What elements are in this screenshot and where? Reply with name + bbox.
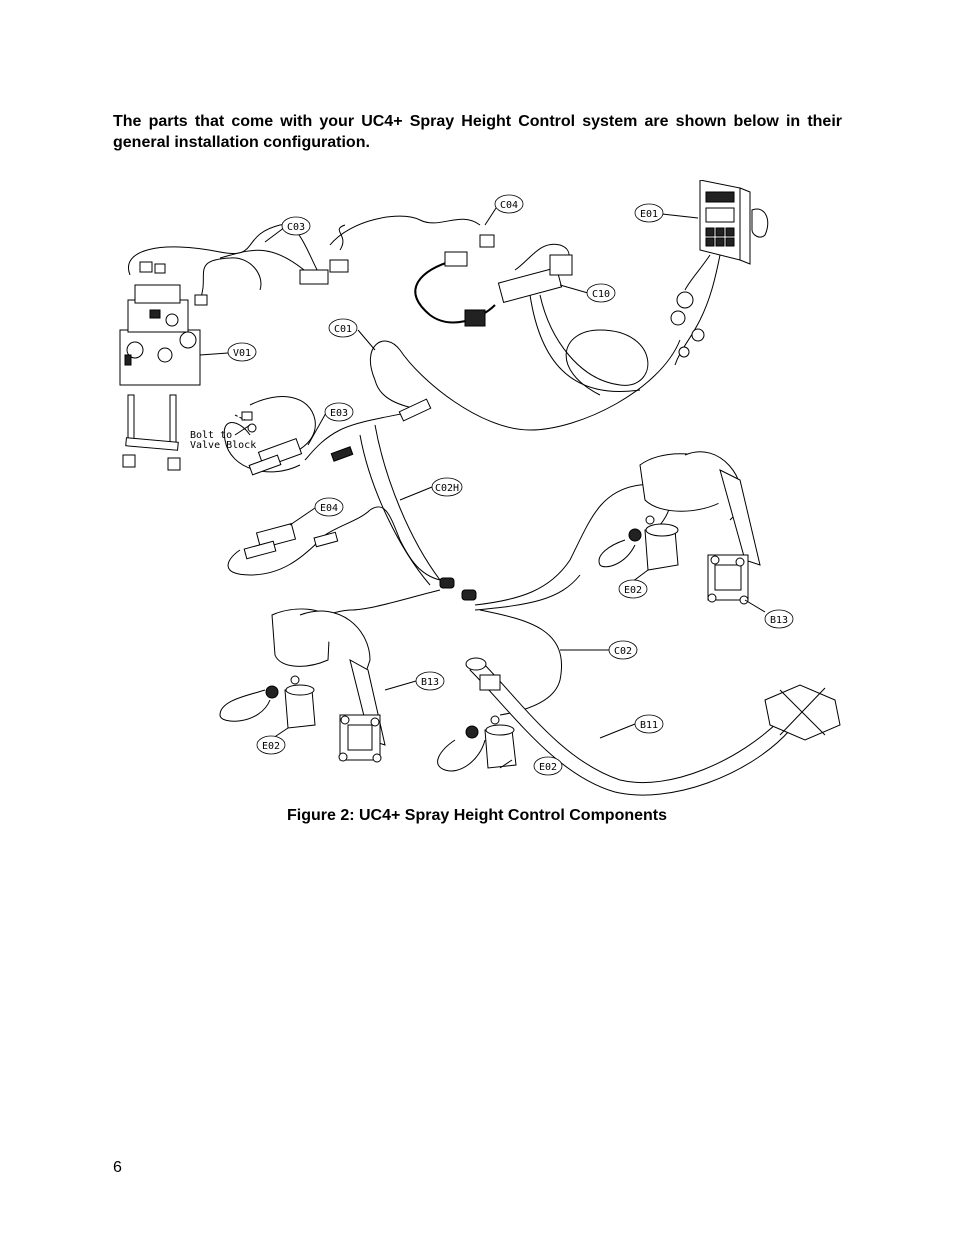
valve-block <box>119 284 201 471</box>
svg-text:E02: E02 <box>539 762 557 773</box>
label-c10: C10 <box>586 283 616 303</box>
svg-text:C02: C02 <box>614 646 632 657</box>
components-diagram: C03 C04 E01 C10 C01 V01 E03 Bolt to Valv <box>100 179 860 800</box>
label-c01: C01 <box>328 318 358 338</box>
boom-assembly-right <box>628 451 761 605</box>
sensor-e03 <box>241 411 303 476</box>
label-b13-right: B13 <box>764 609 794 629</box>
svg-text:C02H: C02H <box>435 483 459 494</box>
label-e03: E03 <box>324 402 354 422</box>
label-bolt-to-valve-block: Bolt to Valve Block <box>190 430 256 451</box>
label-c02h: C02H <box>431 477 463 497</box>
svg-text:V01: V01 <box>233 348 251 359</box>
svg-text:Valve Block: Valve Block <box>190 440 256 451</box>
boom-arm-b11 <box>465 657 841 796</box>
svg-text:E02: E02 <box>624 585 642 596</box>
svg-text:B13: B13 <box>421 677 439 688</box>
label-e04: E04 <box>314 497 344 517</box>
label-e01: E01 <box>634 203 664 223</box>
svg-text:C03: C03 <box>287 222 305 233</box>
label-e02-right: E02 <box>618 579 648 599</box>
label-e02-left: E02 <box>256 735 286 755</box>
label-e02-center: E02 <box>533 756 563 776</box>
label-b11: B11 <box>634 714 664 734</box>
part-labels: C03 C04 E01 C10 C01 V01 E03 Bolt to Valv <box>190 194 794 776</box>
label-c03: C03 <box>281 216 311 236</box>
control-console <box>670 179 769 358</box>
inline-connectors <box>139 234 573 601</box>
svg-text:C10: C10 <box>592 289 610 300</box>
intro-paragraph: The parts that come with your UC4+ Spray… <box>113 113 842 151</box>
svg-text:E04: E04 <box>320 503 338 514</box>
boom-assembly-left <box>265 608 386 763</box>
svg-text:C01: C01 <box>334 324 352 335</box>
label-leaders <box>199 204 766 769</box>
svg-text:E01: E01 <box>640 209 658 220</box>
label-b13-left: B13 <box>415 671 445 691</box>
svg-text:E02: E02 <box>262 741 280 752</box>
svg-text:Bolt to: Bolt to <box>190 430 232 441</box>
svg-text:B11: B11 <box>640 720 658 731</box>
label-v01: V01 <box>227 342 257 362</box>
label-c02: C02 <box>608 640 638 660</box>
svg-text:B13: B13 <box>770 615 788 626</box>
components-diagram-svg: C03 C04 E01 C10 C01 V01 E03 Bolt to Valv <box>119 179 841 796</box>
figure-caption: Figure 2: UC4+ Spray Height Control Comp… <box>286 807 668 824</box>
label-c04: C04 <box>494 194 524 214</box>
page-number: 6 <box>113 1159 122 1176</box>
svg-text:E03: E03 <box>330 408 348 419</box>
svg-text:C04: C04 <box>500 200 518 211</box>
sensor-e04 <box>243 523 297 560</box>
